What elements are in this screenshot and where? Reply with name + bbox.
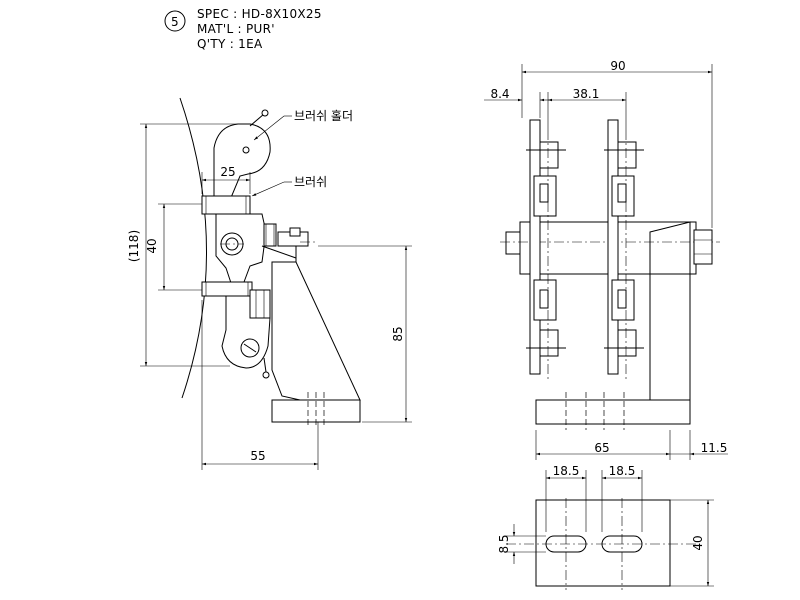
brush-lower [201, 281, 253, 297]
front-view: 90 8.4 38.1 65 11.5 [484, 59, 728, 460]
base-plan-view: 18.5 18.5 8.5 40 [497, 464, 714, 590]
dim-40-side: 40 [145, 238, 159, 253]
shaft-nut [693, 229, 713, 265]
dim-25: 25 [220, 165, 235, 179]
dim-18-5-right: 18.5 [609, 464, 636, 478]
dim-65: 65 [594, 441, 609, 455]
brush-holder-top [213, 123, 271, 201]
dim-90: 90 [610, 59, 625, 73]
label-brush-holder: 브러쉬 홀더 [294, 109, 353, 123]
side-view: 25 (118) 40 85 55 브러쉬 홀더 브러쉬 [127, 97, 412, 470]
item-number-circle [164, 10, 186, 32]
dim-8-5: 8.5 [497, 534, 511, 553]
label-brush: 브러쉬 [294, 175, 327, 189]
clamp-bolt [263, 223, 277, 247]
right-holder-plate [607, 119, 619, 375]
item-number: 5 [171, 15, 179, 29]
dim-118: (118) [127, 230, 141, 262]
dim-85: 85 [391, 326, 405, 341]
title-block: 5 SPEC : HD-8X10X25 MAT'L : PUR' Q'TY : … [164, 7, 322, 51]
dim-11-5: 11.5 [701, 441, 728, 455]
roller-arc [179, 97, 207, 399]
holder-pin-top [242, 146, 250, 154]
material-text: MAT'L : PUR' [197, 22, 275, 36]
dim-18-5-left: 18.5 [553, 464, 580, 478]
left-holder-plate [529, 119, 541, 375]
dim-55: 55 [250, 449, 265, 463]
base-plate-front [535, 399, 691, 425]
quantity-text: Q'TY : 1EA [197, 37, 263, 51]
spec-text: SPEC : HD-8X10X25 [197, 7, 322, 21]
dim-38-1: 38.1 [573, 87, 600, 101]
brush-upper [201, 195, 251, 215]
dim-8-4: 8.4 [490, 87, 509, 101]
dim-40-base: 40 [691, 535, 705, 550]
support-leg [271, 261, 361, 401]
